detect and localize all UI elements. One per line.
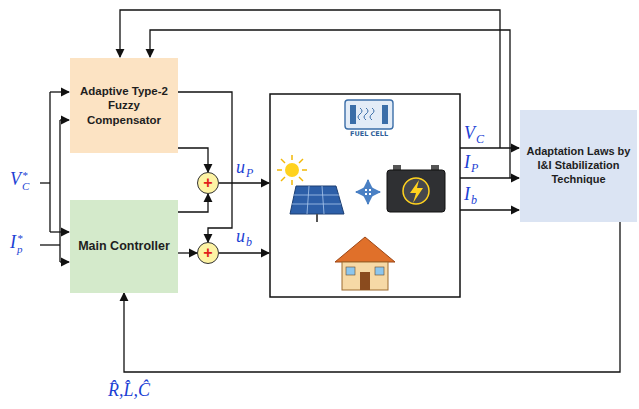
signal-label: I*p — [10, 233, 23, 255]
signal-name: P — [246, 166, 253, 180]
sum-sign: + — [203, 245, 212, 261]
signal-name: I — [464, 184, 470, 204]
signal-name: b — [246, 235, 252, 249]
signal-label: uP — [236, 158, 253, 179]
signal-name: C — [22, 181, 29, 192]
fuel-cell-icon — [345, 100, 393, 129]
signal-name: b — [471, 193, 477, 207]
compensator-box: Adaptive Type-2 Fuzzy Compensator — [70, 58, 178, 153]
signal-name: I — [10, 232, 16, 252]
signal-name: p — [17, 244, 23, 255]
solar-panel-icon — [277, 155, 344, 222]
battery-icon — [387, 165, 445, 212]
box-label: Adaptive Type-2 Fuzzy Compensator — [76, 84, 172, 127]
signal-connector — [178, 148, 208, 172]
signal-name: I — [464, 152, 470, 172]
signal-label: V*C — [10, 170, 29, 192]
signal-connector — [178, 194, 208, 212]
signal-label: IP — [464, 153, 478, 174]
sub-sup-stack: *C — [22, 170, 29, 192]
signal-label: VC — [464, 124, 484, 145]
signal-connector — [124, 222, 620, 372]
signal-name: V — [10, 169, 21, 189]
house-icon — [335, 237, 395, 290]
sub-sup-stack: *p — [17, 233, 23, 255]
adaptation-box: Adaptation Laws by I&I Stabilization Tec… — [520, 110, 637, 222]
signal-name: C — [476, 132, 484, 146]
signal-label: Ib — [464, 185, 477, 206]
signal-name: * — [17, 233, 23, 244]
plant-box — [270, 94, 460, 297]
signal-name: P — [471, 161, 478, 175]
icon-caption-text: FUEL CELL — [350, 130, 388, 138]
power-exchange-arrows — [356, 180, 380, 204]
signal-name: R̂,L̂,Ĉ — [108, 380, 150, 400]
signal-label: ub — [236, 227, 252, 248]
box-label: Adaptation Laws by I&I Stabilization Tec… — [526, 145, 631, 186]
signal-connector — [178, 92, 232, 242]
sum-sign: + — [203, 175, 212, 191]
controller-box: Main Controller — [70, 200, 178, 293]
signal-name: V — [464, 123, 475, 143]
sum-junction: + — [197, 242, 219, 264]
box-label: Main Controller — [78, 239, 170, 255]
signal-name: u — [236, 157, 245, 177]
signal-connector — [178, 252, 197, 253]
signal-name: * — [22, 170, 29, 181]
icon-caption: FUEL CELL — [350, 131, 388, 138]
signal-label: R̂,L̂,Ĉ — [108, 381, 150, 399]
sum-junction: + — [197, 172, 219, 194]
signal-name: u — [236, 226, 245, 246]
